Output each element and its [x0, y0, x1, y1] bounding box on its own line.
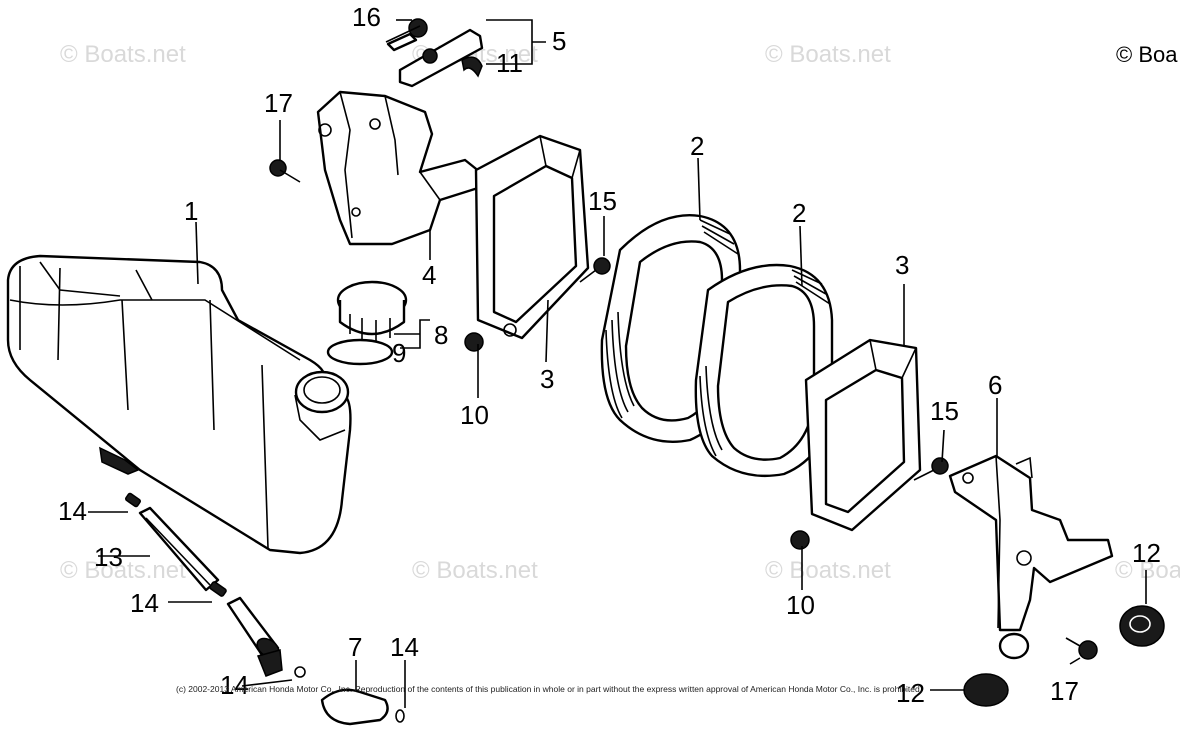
- part-5-small-bracket: [385, 18, 484, 88]
- part-4-bracket: [316, 90, 482, 246]
- watermarks: © Boats.net © Boats.net © Boats.net © Bo…: [60, 41, 1180, 584]
- callout-2: 2: [690, 131, 704, 161]
- part-3-frame-right: [804, 338, 922, 532]
- callout-14: 14: [220, 670, 249, 700]
- callout-14: 14: [58, 496, 87, 526]
- callout-2: 2: [792, 198, 806, 228]
- part-17-bolt-upper: [269, 159, 301, 183]
- part-15-bolt-right: [913, 457, 949, 481]
- copyright-notice: (c) 2002-2013 American Honda Motor Co., …: [176, 684, 922, 694]
- callout-9: 9: [392, 338, 406, 368]
- callout-10: 10: [460, 400, 489, 430]
- part-2-element-second: [694, 263, 834, 478]
- callout-14: 14: [130, 588, 159, 618]
- callout-15: 15: [588, 186, 617, 216]
- part-1-case: [6, 254, 352, 555]
- watermark: © Boats.net: [412, 557, 538, 584]
- callout-10: 10: [786, 590, 815, 620]
- part-17-bolt-lower: [1065, 637, 1098, 660]
- part-10-nut-left: [464, 332, 484, 352]
- part-6-bracket: [948, 454, 1114, 660]
- callout-7: 7: [348, 632, 362, 662]
- part-12-grommet-lower: [963, 673, 1009, 707]
- watermark: © Boats.net: [765, 557, 891, 584]
- callouts: 1 2 2 3 3 4 5 6 7 8 9 10 10 11 12 12 13 …: [58, 2, 1161, 708]
- callout-12: 12: [896, 678, 925, 708]
- part-3-frame-left: [474, 134, 590, 340]
- watermark: © Boats.net: [60, 41, 186, 68]
- callout-14: 14: [390, 632, 419, 662]
- leader-lines: [88, 19, 1147, 708]
- callout-3: 3: [895, 250, 909, 280]
- callout-12: 12: [1132, 538, 1161, 568]
- callout-1: 1: [184, 196, 198, 226]
- watermark: © Boats.net: [1115, 557, 1180, 584]
- watermark: © Boats.net: [765, 41, 891, 68]
- part-10-nut-right: [790, 530, 810, 550]
- part-15-bolt-left: [579, 257, 611, 283]
- callout-4: 4: [422, 260, 436, 290]
- corner-copyright: © Boa: [1116, 42, 1178, 67]
- part-8-cap: [326, 280, 408, 366]
- watermark: © Boats.net: [60, 557, 186, 584]
- callout-13: 13: [94, 542, 123, 572]
- callout-8: 8: [434, 320, 448, 350]
- callout-17: 17: [264, 88, 293, 118]
- callout-16: 16: [352, 2, 381, 32]
- callout-5: 5: [552, 26, 566, 56]
- callout-6: 6: [988, 370, 1002, 400]
- part-12-grommet-upper: [1119, 605, 1165, 647]
- callout-3: 3: [540, 364, 554, 394]
- part-13-tube: [125, 492, 405, 726]
- callout-15: 15: [930, 396, 959, 426]
- callout-17: 17: [1050, 676, 1079, 706]
- callout-11: 11: [496, 48, 523, 78]
